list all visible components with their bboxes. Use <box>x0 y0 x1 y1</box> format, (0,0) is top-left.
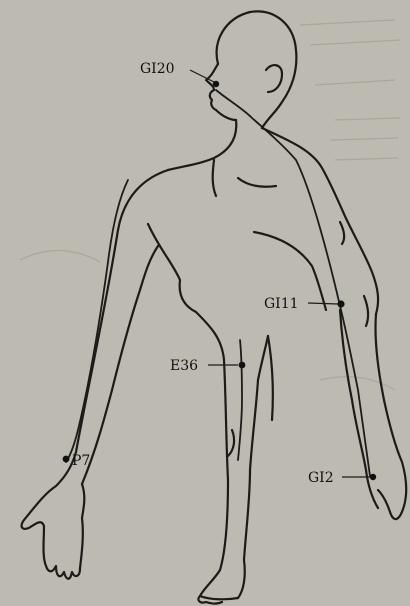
p7-dot <box>63 456 70 463</box>
gi2-label: GI2 <box>308 470 334 486</box>
gi11-dot <box>337 300 344 307</box>
gi20-dot <box>213 81 219 87</box>
p7-label: P7 <box>72 453 90 469</box>
e36-dot <box>239 362 246 369</box>
e36-label: E36 <box>170 358 198 374</box>
gi2-dot <box>370 474 376 480</box>
gi11-label: GI11 <box>264 296 299 312</box>
gi20-label: GI20 <box>140 61 175 77</box>
